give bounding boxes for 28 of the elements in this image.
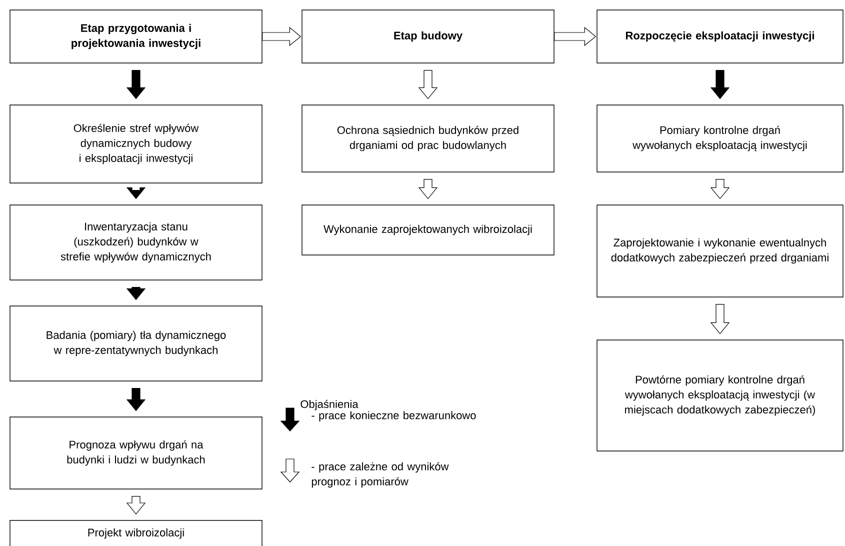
stage-header-box: Etap budowy	[302, 10, 554, 64]
stage-header-box: Etap przygotowania i projektowania inwestycji	[10, 10, 262, 64]
legend-title: Objaśnienia	[300, 400, 358, 410]
stage-header-box: Rozpoczęcie eksploatacji inwestycji	[596, 10, 844, 64]
block-arrow	[126, 496, 146, 514]
block-arrow	[418, 70, 438, 100]
process-box: Wykonanie zaprojektowanych wibroizolacji	[302, 204, 554, 256]
process-box: Zaprojektowanie i wykonanie ewentualnych dodatkowych zabezpieczeń przed drganiami	[596, 204, 844, 298]
legend-text: - prace zależne od wyników prognoz i pomiarów	[312, 462, 449, 488]
block-arrow	[710, 70, 730, 100]
block-arrow	[126, 187, 146, 200]
process-box: Powtórne pomiary kontrolne drgań wywołanych eksploatacją inwestycji (w miejscach dodatkowych zabezpieczeń)	[596, 340, 844, 452]
block-arrow	[710, 304, 730, 334]
process-box: Inwentaryzacja stanu (uszkodzeń) budynków w strefie wpływów dynamicznych	[10, 204, 262, 280]
process-box: Projekt wibroizolacji	[10, 520, 262, 546]
block-arrow	[126, 287, 146, 300]
block-arrow	[262, 26, 302, 46]
process-box: Określenie stref wpływów dynamicznych budowy i eksploatacji inwestycji	[10, 104, 262, 184]
block-arrow	[418, 179, 438, 200]
process-box: Prognoza wpływu drgań na budynki i ludzi w budynkach	[10, 416, 262, 490]
block-arrow	[554, 26, 596, 46]
process-box: Pomiary kontrolne drgań wywołanych eksploatacją inwestycji	[596, 104, 844, 172]
block-arrow	[710, 179, 730, 200]
block-arrow	[126, 70, 146, 100]
process-box: Ochrona sąsiednich budynków przed drganiami od prac budowlanych	[302, 104, 554, 172]
process-box: Badania (pomiary) tła dynamicznego w repre-zentatywnych budynkach	[10, 306, 262, 382]
block-arrow	[126, 388, 146, 412]
legend-text: - prace konieczne bezwarunkowo	[312, 411, 476, 422]
